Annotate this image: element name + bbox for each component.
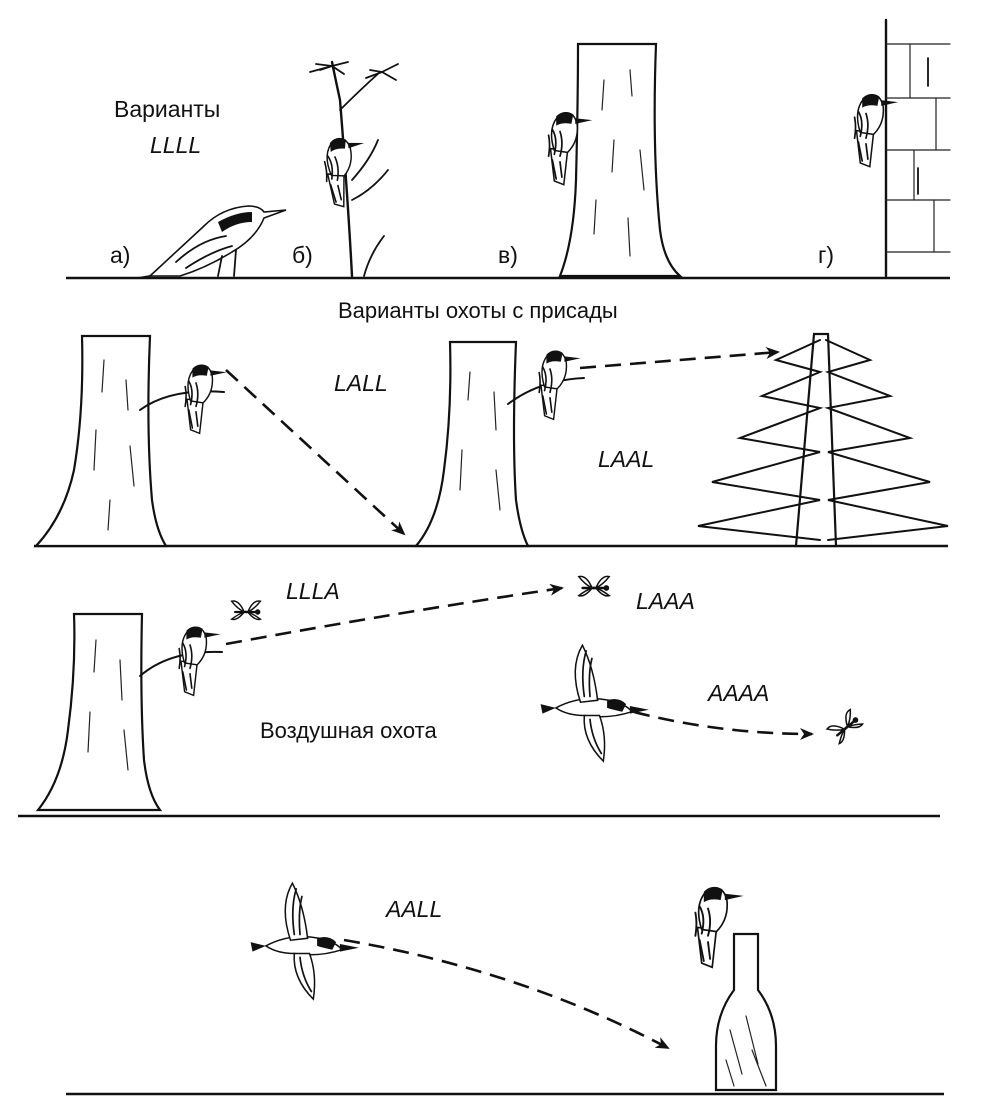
- woodpecker-on-trunk: [547, 42, 683, 278]
- arrow-aaaa: [633, 710, 814, 740]
- code-aaaa: AAAA: [708, 680, 770, 706]
- panel-label-a: а): [110, 242, 131, 268]
- code-aall: AALL: [386, 896, 443, 922]
- woodpecker-on-ground: [137, 205, 287, 279]
- dragonfly-aaaa: [825, 708, 864, 746]
- code-lall: LALL: [334, 370, 388, 396]
- arrow-laal: [579, 346, 780, 370]
- woodpecker-flying-aaaa: [539, 644, 650, 762]
- tree-trunk-row3: [35, 612, 223, 812]
- dragonfly-near-tree: [230, 599, 262, 621]
- dragonfly-caught-laaa: [577, 575, 611, 598]
- woodpecker-on-plant: [309, 60, 399, 278]
- arrow-lall: [225, 369, 406, 536]
- heading-variants: Варианты: [114, 96, 221, 122]
- heading-code-llll: LLLL: [150, 132, 202, 158]
- panel-label-b: б): [292, 242, 313, 268]
- air-hunting-title: Воздушная охота: [260, 718, 437, 743]
- perch-hunting-title: Варианты охоты с присады: [338, 298, 618, 323]
- panel-label-g: г): [818, 242, 835, 268]
- tree-trunk-middle: [413, 340, 585, 548]
- woodpecker-on-wall: [853, 18, 951, 278]
- code-llla: LLLA: [286, 578, 340, 604]
- code-laaa: LAAA: [636, 588, 695, 614]
- bottle: [694, 885, 778, 1092]
- woodpecker-flying-aall: [249, 882, 360, 1000]
- arrow-aall: [343, 938, 670, 1050]
- code-laal: LAAL: [598, 446, 655, 472]
- tree-trunk-left: [33, 334, 228, 548]
- panel-label-v: в): [498, 242, 518, 268]
- spruce-tree: [697, 332, 949, 548]
- arrow-llla: [225, 583, 564, 646]
